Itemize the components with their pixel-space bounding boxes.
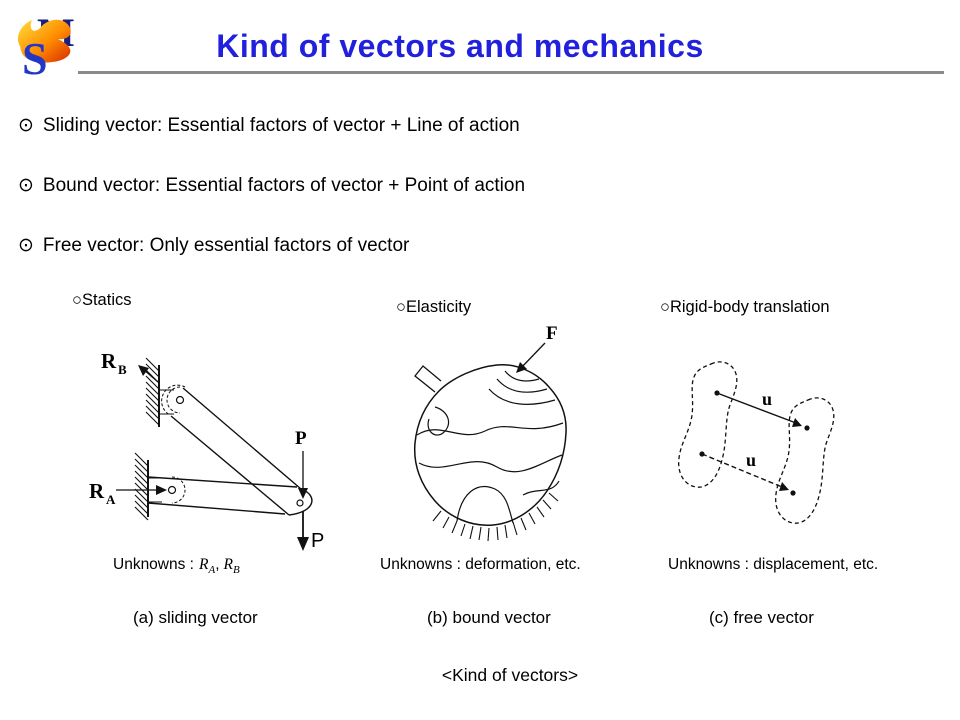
point-dot: [804, 425, 810, 431]
rigid-body-diagram: u u: [678, 361, 835, 524]
contour-u-bottom: [456, 485, 514, 524]
top-pin-arc: [166, 386, 181, 414]
rb-label: R: [101, 349, 117, 373]
u-bottom-arrowhead: [779, 482, 789, 491]
statics-diagram: R B R A P P: [89, 349, 324, 552]
f-arrow-line: [519, 342, 546, 370]
bottom-pin-arc: [171, 476, 186, 504]
bottom-pin: [167, 485, 177, 495]
body-outline: [413, 364, 567, 526]
bullet-sliding-vector: ⊙ Sliding vector: Essential factors of ve…: [18, 114, 520, 137]
contour-left-loop: [427, 406, 450, 436]
ground-hatch: [432, 492, 559, 542]
diagonal-bar-end-arc: [161, 384, 186, 416]
bullet-text: Free vector: Only essential factors of v…: [42, 235, 410, 256]
figure-header-elasticity: ○Elasticity: [396, 298, 471, 317]
unknowns-r1: R: [198, 556, 209, 573]
point-dot: [714, 390, 720, 396]
u-top-arrowhead: [792, 418, 802, 427]
f-arrowhead: [516, 362, 527, 373]
notch: [414, 365, 442, 393]
ra-arrowhead: [156, 485, 167, 495]
unknowns-r2: R: [223, 556, 233, 573]
bottom-wall-hatch: [134, 452, 149, 521]
point-dot: [790, 490, 796, 496]
p-bottom-label: P: [311, 530, 324, 552]
circle-icon: ○: [396, 298, 406, 316]
unknowns-statics: Unknowns :RA,RB: [113, 556, 240, 576]
load-pin: [296, 499, 304, 507]
ra-label: R: [89, 479, 105, 503]
u-bottom-line: [701, 453, 783, 488]
page-title: Kind of vectors and mechanics: [216, 28, 704, 64]
bullet-free-vector: ⊙ Free vector: Only essential factors of …: [18, 234, 409, 257]
diagonal-bar: [170, 387, 302, 516]
unknowns-comma: ,: [215, 556, 220, 573]
unknowns-prefix: Unknowns :: [113, 556, 194, 573]
body-before-outline: [678, 361, 738, 488]
u-bottom-label: u: [746, 450, 756, 470]
title-rule: [78, 71, 944, 74]
contour-wave-1: [416, 422, 564, 436]
contour-right: [522, 480, 560, 496]
circled-dot-icon: ⊙: [18, 175, 34, 196]
u-top-label: u: [762, 389, 772, 409]
p-top-label: P: [295, 428, 307, 449]
figure-header-label: Statics: [81, 291, 132, 309]
p-bottom-arrowhead: [297, 537, 309, 551]
top-pin: [175, 395, 185, 405]
figure-header-rigid: ○Rigid-body translation: [660, 298, 830, 317]
logo: M S: [10, 4, 96, 84]
unknowns-rigid: Unknowns : displacement, etc.: [668, 556, 879, 573]
elasticity-diagram: F: [413, 323, 567, 542]
circle-icon: ○: [72, 291, 82, 309]
slide-footer: <Kind of vectors>: [441, 665, 579, 685]
contour-arcs-top: [488, 370, 556, 405]
caption-bound-vector: (b) bound vector: [427, 608, 551, 627]
rb-arrowhead: [138, 365, 149, 376]
unknowns-r2-sub: B: [232, 564, 240, 576]
unknowns-elasticity: Unknowns : deformation, etc.: [380, 556, 581, 573]
f-label: F: [546, 323, 558, 344]
logo-graphic: M S: [17, 10, 75, 84]
body-after-outline: [775, 397, 835, 524]
bullet-text: Sliding vector: Essential factors of vec…: [42, 115, 520, 136]
u-top-line: [716, 392, 797, 424]
figure-header-label: Elasticity: [405, 298, 472, 316]
circle-icon: ○: [660, 298, 670, 316]
rb-label-sub: B: [118, 362, 127, 377]
logo-letter-s: S: [22, 33, 48, 78]
bullet-bound-vector: ⊙ Bound vector: Essential factors of vect…: [18, 174, 525, 197]
unknowns-r1-sub: A: [208, 564, 216, 576]
p-top-arrowhead: [298, 488, 308, 499]
circled-dot-icon: ⊙: [18, 235, 34, 256]
contour-wave-2: [418, 454, 563, 473]
logo-flame-icon: [17, 19, 71, 63]
horizontal-bar: [147, 476, 298, 515]
ra-label-sub: A: [106, 492, 116, 507]
caption-free-vector: (c) free vector: [709, 608, 814, 627]
figure-header-statics: ○Statics: [72, 291, 132, 310]
point-dot: [699, 451, 705, 457]
caption-sliding-vector: (a) sliding vector: [133, 608, 258, 627]
figure-header-label: Rigid-body translation: [669, 298, 830, 316]
circled-dot-icon: ⊙: [18, 115, 34, 136]
bullet-text: Bound vector: Essential factors of vecto…: [42, 175, 526, 196]
